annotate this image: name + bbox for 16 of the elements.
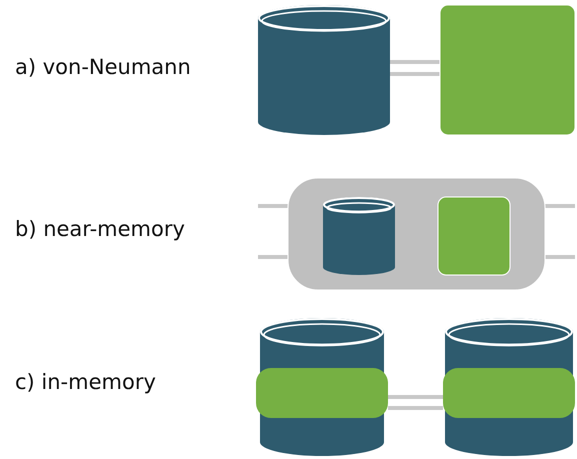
bus-line [390,72,440,76]
bus-line [258,204,288,208]
bus-line [258,255,288,259]
section-label: a) von-Neumann [15,55,191,79]
processor-block [440,5,575,135]
bus-line [388,395,443,399]
bus-line [545,255,575,259]
bus-line [545,204,575,208]
package-box [288,178,545,290]
bus-line [390,60,440,64]
processor-block [438,197,510,275]
memory-cylinder [323,197,395,275]
memory-cylinder [258,5,390,135]
bus-line [388,406,443,410]
section-label: c) in-memory [15,370,156,394]
section-label: b) near-memory [15,217,185,241]
